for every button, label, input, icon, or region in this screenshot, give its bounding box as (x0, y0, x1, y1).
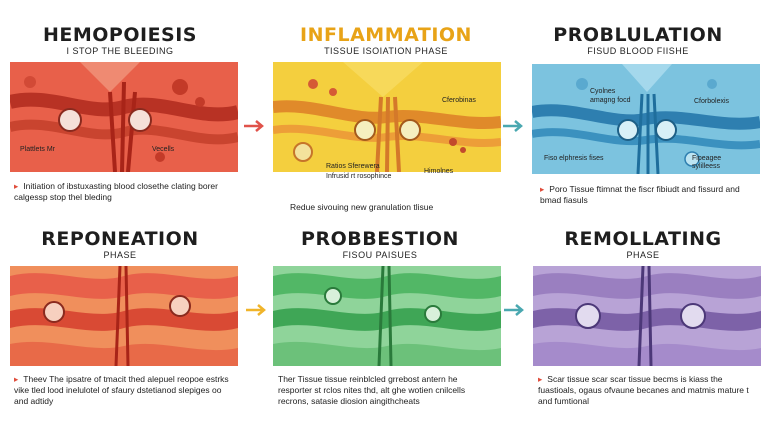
panel-subtitle-probbestion: FISOU PAISUES (342, 250, 418, 260)
hemopoiesis-illustration (10, 62, 238, 172)
panel-title-reponeation: REPONEATION (41, 228, 199, 250)
hemopoiesis-caption: ▸Initiation of ibstuxasting blood closet… (14, 181, 218, 202)
label-cyolnes: Cyolnes (590, 88, 616, 95)
panel-title-problulation: PROBLULATION (553, 24, 723, 46)
caption-text: Poro Tissue ftimnat the fiscr fibiudt an… (540, 184, 740, 205)
label-fipeagee: Fipeagee sylilleess (692, 155, 722, 170)
label-vecells: Vecells (152, 146, 175, 153)
remollating-caption: ▸Scar tissue scar scar tissue becms is k… (538, 374, 749, 406)
panel-subtitle-hemopoiesis: I STOP THE BLEEDING (66, 46, 174, 56)
problulation-illustration (532, 64, 760, 174)
panel-title-hemopoiesis: HEMOPOIESIS (42, 24, 197, 46)
caption-text: Scar tissue scar scar tissue becms is ki… (538, 374, 749, 406)
label-amagng: amagng focd (590, 97, 631, 104)
panel-title-remollating: REMOLLATING (564, 228, 722, 250)
right-arrow-icon (504, 304, 524, 316)
inflammation-illustration (273, 62, 501, 172)
right-arrow-icon (244, 120, 264, 132)
panel-subtitle-reponeation: PHASE (103, 250, 137, 260)
problulation-caption: ▸Poro Tissue ftimnat the fiscr fibiudt a… (540, 184, 740, 205)
right-arrow-icon (503, 120, 523, 132)
panel-subtitle-remollating: PHASE (626, 250, 660, 260)
label-infrusid: Infrusid rt rosophince (326, 173, 392, 180)
reponeation-caption: ▸Theev The ipsatre of tmacit thed alepue… (14, 374, 229, 406)
right-arrow-icon (246, 304, 266, 316)
panel-subtitle-inflammation: TISSUE ISOIATION PHASE (324, 46, 448, 56)
inflammation-caption: Redue sivouing new granulation tlisue (290, 202, 490, 213)
label-cferobinas: Cferobinas (442, 97, 476, 104)
panel-title-inflammation: INFLAMMATION (300, 24, 472, 46)
probbestion-illustration (273, 266, 501, 376)
reponeation-illustration (10, 266, 238, 376)
label-cforbolexis: Cforbolexis (694, 98, 730, 105)
remollating-illustration (533, 266, 761, 376)
panel-title-probbestion: PROBBESTION (301, 228, 459, 250)
label-himolnes: Himolnes (424, 168, 454, 175)
caption-text: Initiation of ibstuxasting blood closeth… (14, 181, 218, 202)
panel-subtitle-problulation: FISUD BLOOD FIISHE (587, 46, 689, 56)
caption-text: Ther Tissue tissue reinblcled grrebost a… (278, 374, 466, 406)
label-fiso: Fiso elphresis fises (544, 155, 604, 162)
label-ratios: Ratios Sferewera (326, 163, 380, 170)
caption-text: Theev The ipsatre of tmacit thed alepuel… (14, 374, 229, 406)
probbestion-caption: Ther Tissue tissue reinblcled grrebost a… (278, 374, 493, 407)
caption-text: Redue sivouing new granulation tlisue (290, 202, 434, 212)
label-platelets: Plattlets Mr (20, 146, 56, 153)
